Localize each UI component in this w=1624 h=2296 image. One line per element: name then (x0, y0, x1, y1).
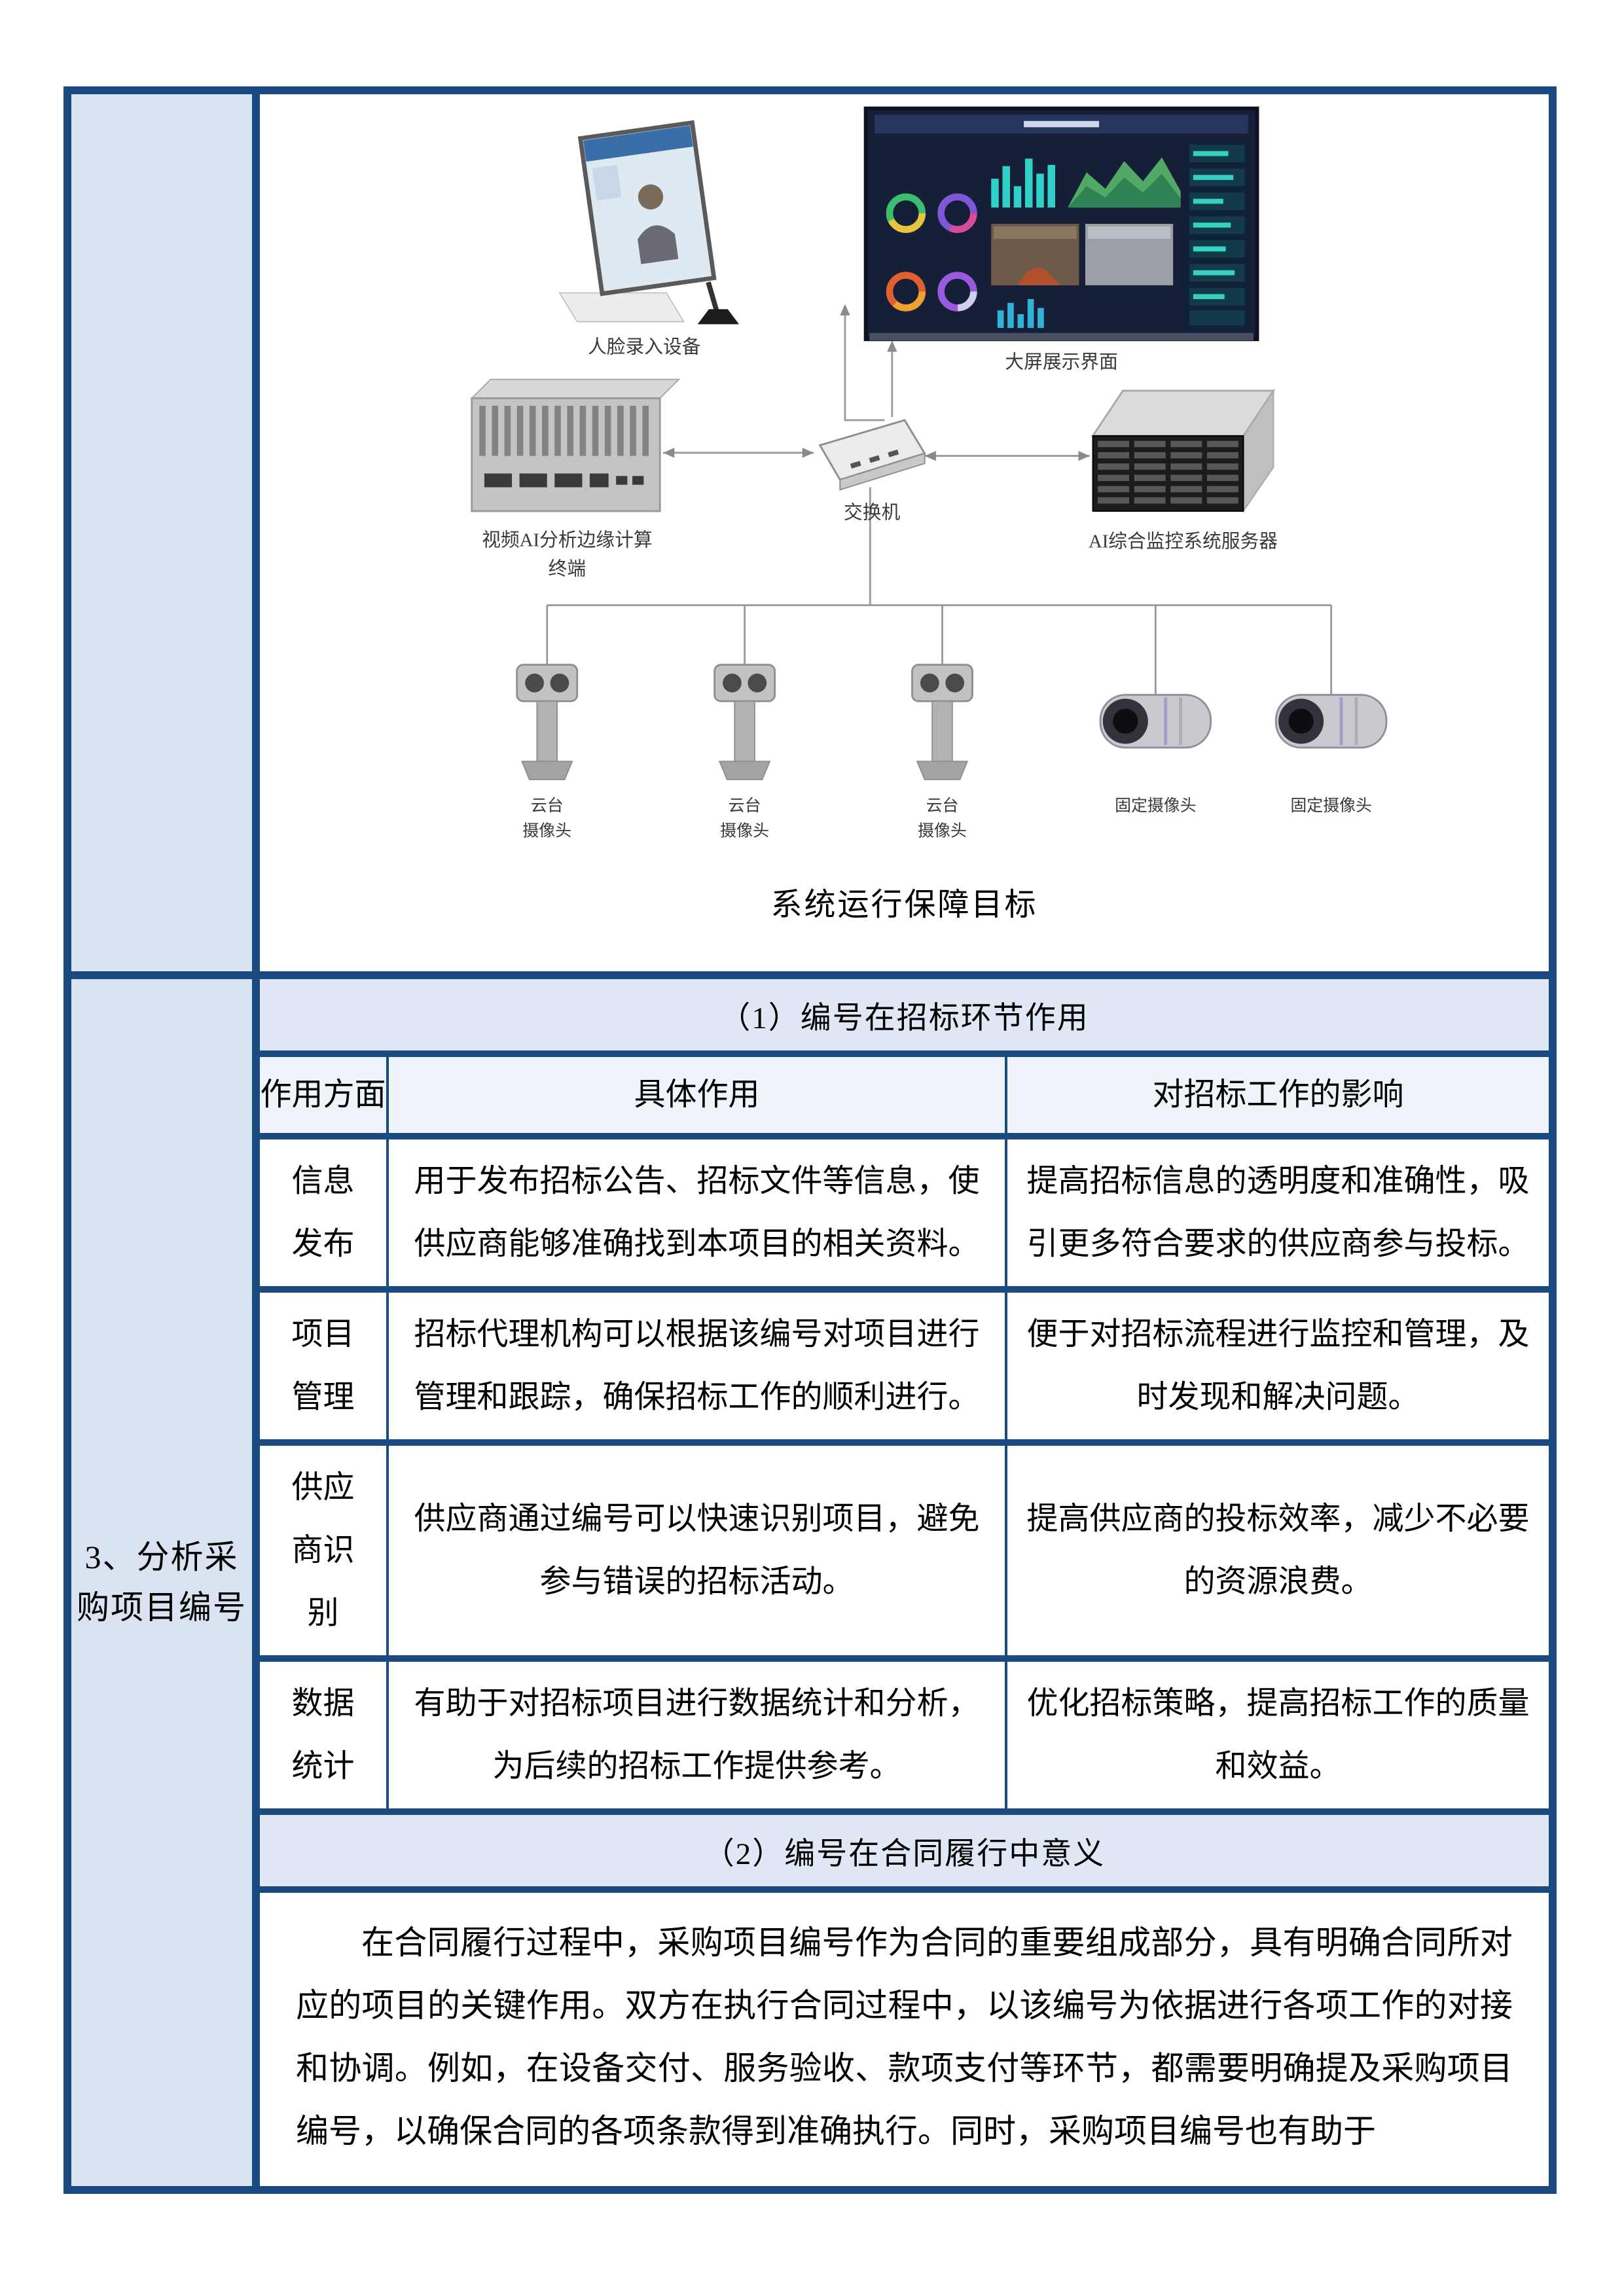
cell-detail: 有助于对招标项目进行数据统计和分析，为后续的招标工作提供参考。 (386, 1655, 1007, 1808)
ptz-camera-label-line2: 摄像头 (720, 821, 769, 840)
edge-terminal-label-line1: 视频AI分析边缘计算 (482, 530, 652, 551)
dashboard-screen: 大屏展示界面 (863, 106, 1259, 372)
table-row: 3、分析采 购项目编号 （1）编号在招标环节作用 作用方面 具体作用 对招标工作… (71, 979, 1549, 2186)
ptz-camera-1: 云台 摄像头 (515, 664, 578, 840)
ptz-camera-3: 云台 摄像头 (911, 664, 973, 840)
side-cell-empty (71, 94, 260, 971)
cell-detail: 招标代理机构可以根据该编号对项目进行管理和跟踪，确保招标工作的顺利进行。 (386, 1286, 1007, 1446)
ai-server-label: AI综合监控系统服务器 (1088, 531, 1277, 552)
analysis-content-cell: （1）编号在招标环节作用 作用方面 具体作用 对招标工作的影响 信息发布 用于发… (260, 979, 1549, 2186)
col-header-impact: 对招标工作的影响 (1005, 1057, 1549, 1139)
contract-paragraph: 在合同履行过程中，采购项目编号作为合同的重要组成部分，具有明确合同所对应的项目的… (260, 1893, 1549, 2186)
cell-impact: 提高供应商的投标效率，减少不必要的资源浪费。 (1005, 1439, 1549, 1662)
big-screen-label: 大屏展示界面 (1005, 351, 1118, 372)
table-row: 人脸录入设备 (71, 94, 1549, 979)
ptz-camera-label-line2: 摄像头 (918, 821, 967, 840)
cell-impact: 便于对招标流程进行监控和管理，及时发现和解决问题。 (1005, 1286, 1549, 1446)
ai-server: AI综合监控系统服务器 (1088, 388, 1278, 552)
cell-aspect: 数据统计 (260, 1655, 389, 1808)
fixed-camera-label: 固定摄像头 (1115, 797, 1197, 815)
cell-detail: 供应商通过编号可以快速识别项目，避免参与错误的招标活动。 (386, 1439, 1007, 1662)
fixed-camera-2: 固定摄像头 (1274, 694, 1387, 815)
edge-compute-terminal: 视频AI分析边缘计算 终端 (469, 378, 680, 580)
edge-terminal-label-line2: 终端 (548, 559, 585, 580)
section1-heading: （1）编号在招标环节作用 (260, 979, 1549, 1057)
table-row: 供应商识别 供应商通过编号可以快速识别项目，避免参与错误的招标活动。 提高供应商… (260, 1439, 1549, 1662)
table-row: 数据统计 有助于对招标项目进行数据统计和分析，为后续的招标工作提供参考。 优化招… (260, 1655, 1549, 1808)
fixed-camera-1: 固定摄像头 (1099, 694, 1212, 815)
switch-label: 交换机 (844, 502, 900, 523)
system-architecture-diagram: 人脸录入设备 (469, 106, 1387, 840)
cell-aspect: 供应商识别 (260, 1439, 389, 1662)
section-side-label: 3、分析采 购项目编号 (77, 1538, 247, 1626)
table-header-row: 作用方面 具体作用 对招标工作的影响 (260, 1057, 1549, 1139)
face-entry-device: 人脸录入设备 (558, 120, 739, 357)
ptz-camera-label-line1: 云台 (728, 797, 761, 815)
diagram-cell: 人脸录入设备 (260, 94, 1549, 971)
document-table: 人脸录入设备 (63, 86, 1557, 2194)
ptz-camera-label-line2: 摄像头 (522, 821, 571, 840)
fixed-camera-label: 固定摄像头 (1290, 797, 1372, 815)
col-header-detail: 具体作用 (386, 1057, 1007, 1139)
cell-aspect: 项目管理 (260, 1286, 389, 1446)
ptz-camera-label-line1: 云台 (530, 797, 563, 815)
cell-aspect: 信息发布 (260, 1133, 389, 1293)
ptz-camera-label-line1: 云台 (926, 797, 958, 815)
cell-impact: 优化招标策略，提高招标工作的质量和效益。 (1005, 1655, 1549, 1808)
face-device-label: 人脸录入设备 (588, 336, 701, 357)
arrowheads (662, 304, 1090, 461)
col-header-aspect: 作用方面 (260, 1057, 389, 1139)
side-cell-analysis: 3、分析采 购项目编号 (71, 979, 260, 2186)
ptz-camera-2: 云台 摄像头 (713, 664, 776, 840)
connection-lines (545, 314, 1332, 695)
screen-list-panel (1185, 139, 1248, 330)
cell-impact: 提高招标信息的透明度和准确性，吸引更多符合要求的供应商参与投标。 (1005, 1133, 1549, 1293)
table-row: 项目管理 招标代理机构可以根据该编号对项目进行管理和跟踪，确保招标工作的顺利进行… (260, 1286, 1549, 1446)
section2-heading: （2）编号在合同履行中意义 (260, 1808, 1549, 1893)
diagram-caption: 系统运行保障目标 (770, 888, 1038, 922)
roles-table: 作用方面 具体作用 对招标工作的影响 信息发布 用于发布招标公告、招标文件等信息… (260, 1057, 1549, 1808)
cell-detail: 用于发布招标公告、招标文件等信息，使供应商能够准确找到本项目的相关资料。 (386, 1133, 1007, 1293)
table-row: 信息发布 用于发布招标公告、招标文件等信息，使供应商能够准确找到本项目的相关资料… (260, 1133, 1549, 1293)
network-switch: 交换机 (818, 419, 926, 523)
